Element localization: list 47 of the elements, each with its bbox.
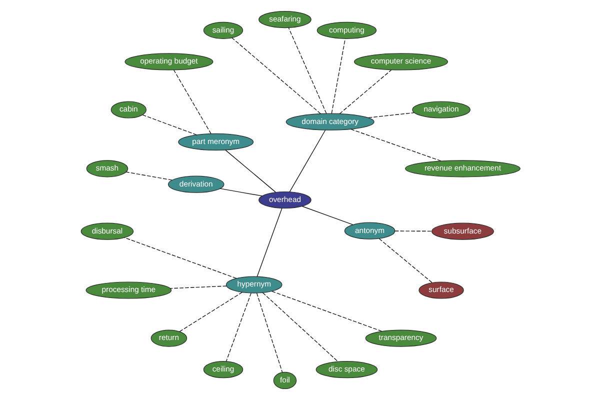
node-ellipse: cabin <box>110 101 146 118</box>
connector <box>173 70 211 134</box>
node-ellipse: disbursal <box>80 222 134 240</box>
connector <box>330 38 346 114</box>
node-ellipse: overhead <box>258 191 311 209</box>
node-ellipse: derivation <box>167 176 224 193</box>
node-ellipse: seafaring <box>258 10 311 28</box>
connector <box>225 292 251 362</box>
node-ellipse: return <box>150 330 187 347</box>
node-ellipse: part meronym <box>178 133 254 151</box>
node-ellipse: domain category <box>285 113 374 130</box>
node-ellipse: operating budget <box>124 53 213 70</box>
node-ellipse: navigation <box>412 101 470 118</box>
connector <box>394 230 432 232</box>
node-ellipse: smash <box>86 160 128 178</box>
node-ellipse: revenue enhancement <box>404 160 520 178</box>
connector <box>378 238 432 284</box>
node-ellipse: ceiling <box>202 361 243 378</box>
connector <box>178 292 242 332</box>
connector <box>256 208 282 277</box>
node-ellipse: foil <box>272 372 296 390</box>
connector <box>231 38 320 114</box>
node-ellipse: antonym <box>344 222 395 240</box>
connector <box>256 292 282 373</box>
connector <box>123 237 236 279</box>
connector <box>270 290 382 332</box>
node-ellipse: surface <box>418 282 464 299</box>
connector <box>368 112 414 118</box>
connector <box>224 150 276 193</box>
connector <box>125 172 172 180</box>
connector <box>288 27 326 114</box>
connector <box>262 292 338 362</box>
node-ellipse: sailing <box>202 22 243 39</box>
node-ellipse: computing <box>316 22 376 39</box>
node-ellipse: computer science <box>354 53 448 70</box>
connector <box>219 188 262 196</box>
node-ellipse: hypernym <box>225 276 282 294</box>
node-ellipse: processing time <box>85 282 172 299</box>
node-ellipse: disc space <box>315 361 378 378</box>
node-ellipse: subsurface <box>431 222 494 240</box>
connector <box>301 206 353 226</box>
connector <box>169 286 226 289</box>
connector <box>338 70 392 114</box>
connector <box>142 114 197 136</box>
node-ellipse: transparency <box>364 330 436 347</box>
connector <box>350 128 441 162</box>
connector <box>288 130 326 192</box>
